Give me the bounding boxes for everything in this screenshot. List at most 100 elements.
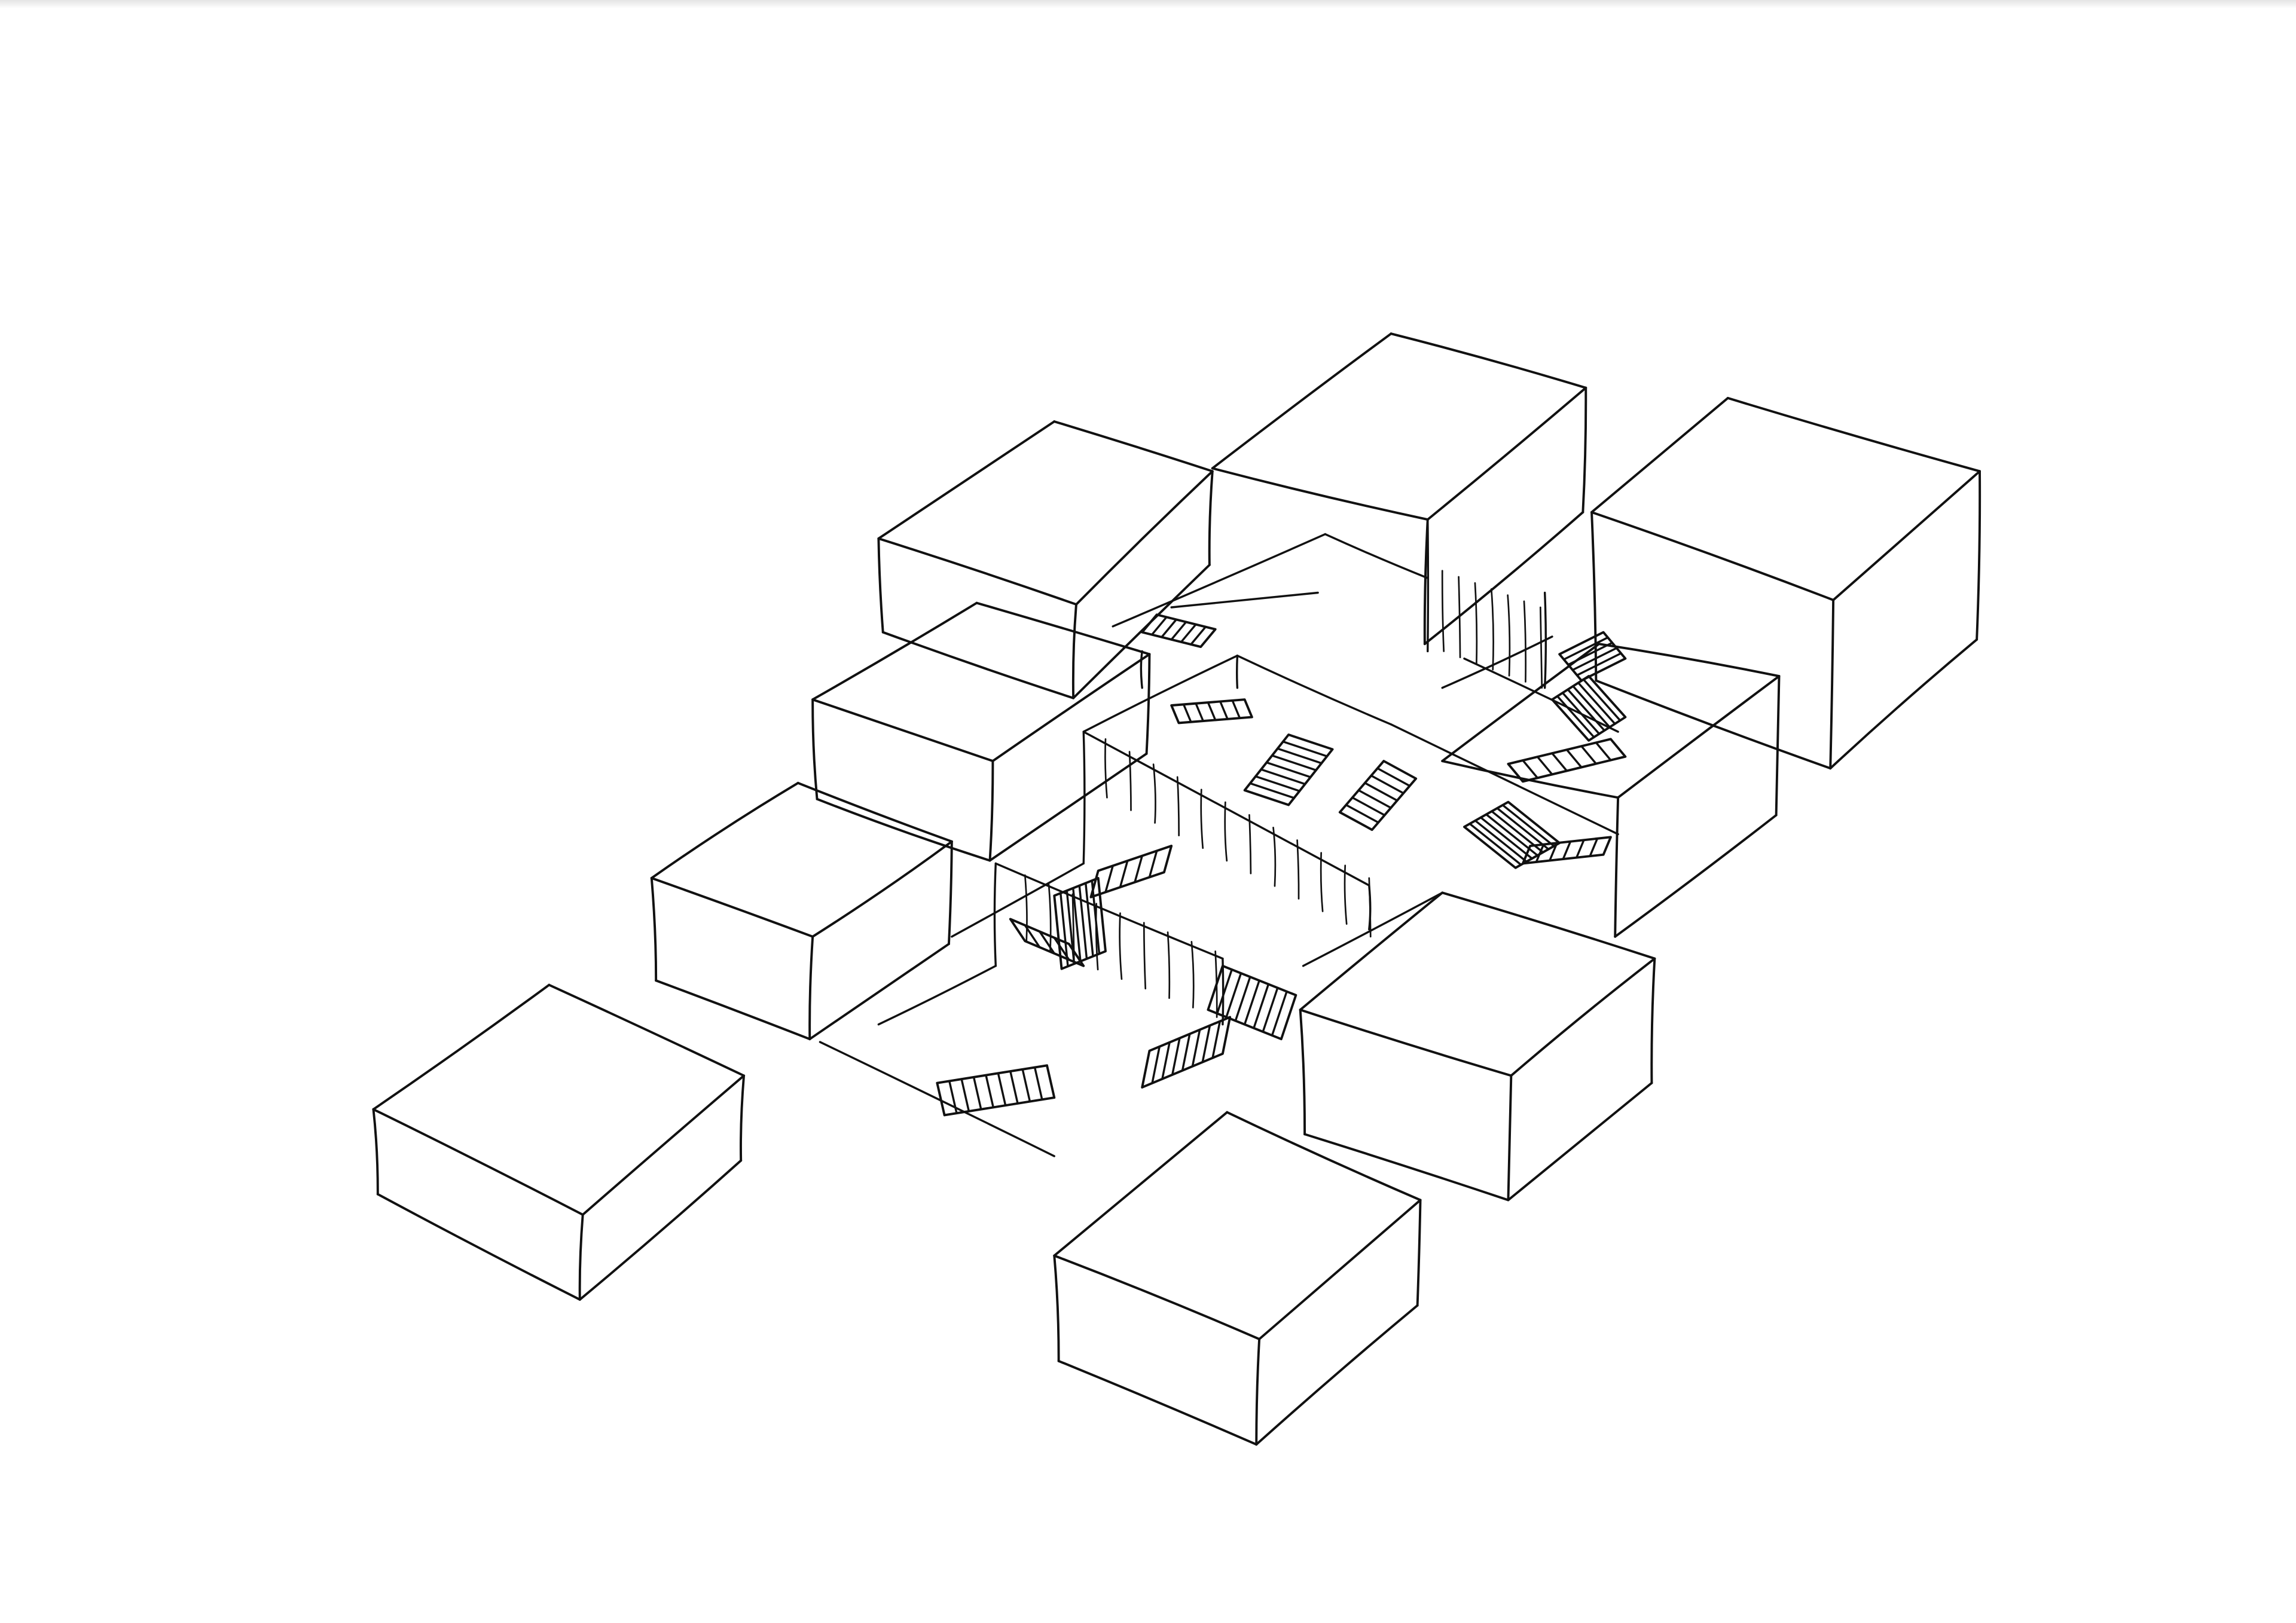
block-edge — [1390, 332, 1587, 389]
stair-tread — [1496, 807, 1550, 851]
stair-tread — [1190, 625, 1207, 646]
stair-tread — [1191, 1028, 1201, 1068]
stair-outline — [1338, 760, 1418, 832]
stair-tread — [1376, 767, 1411, 787]
block-edge — [1614, 814, 1778, 938]
block-edge — [811, 698, 994, 762]
stair-tread — [1562, 636, 1609, 661]
block-edge — [578, 1159, 743, 1301]
block-edge — [1211, 332, 1393, 470]
block-edge — [655, 979, 811, 1041]
courtyard-edge — [993, 862, 997, 967]
block-edge — [877, 420, 1056, 540]
stair-tread — [1021, 1068, 1031, 1103]
block-edge — [1053, 1254, 1261, 1341]
block-edge — [578, 1214, 584, 1301]
stair-tread — [1479, 816, 1533, 860]
stair-tread — [1556, 695, 1595, 738]
stair-tread — [1234, 976, 1251, 1022]
courtyard-edge — [1082, 730, 1086, 865]
courtyard-edge — [1441, 635, 1553, 689]
block-edge — [1423, 511, 1584, 646]
stair-tread — [1595, 741, 1612, 762]
block-edge — [1053, 1254, 1060, 1362]
block-edge — [1510, 957, 1656, 1077]
block-edge — [1832, 470, 1981, 601]
wall-line — [1176, 776, 1180, 837]
stair-tread — [997, 1072, 1007, 1107]
stair-tread — [1549, 842, 1558, 862]
stair-outline — [1550, 675, 1627, 742]
wall-line — [1095, 903, 1099, 971]
stair-tread — [1231, 699, 1241, 719]
stair-outline — [1089, 845, 1173, 898]
wall-line — [1296, 839, 1300, 900]
stair-tread — [1576, 652, 1622, 677]
courtyard-edge — [1390, 723, 1619, 836]
block-edge — [1426, 386, 1587, 521]
block-edge — [811, 698, 819, 800]
block-edge — [1507, 1081, 1653, 1202]
courtyard-edge — [1324, 533, 1429, 579]
stair-tread — [1060, 892, 1069, 968]
block-edge — [1072, 564, 1211, 699]
block-edge — [1145, 653, 1151, 755]
block-edge — [975, 601, 1151, 656]
stair-tread — [1134, 854, 1143, 884]
stair-tread — [1357, 789, 1392, 809]
stair-tread — [1211, 1020, 1222, 1059]
stair-tread — [1216, 968, 1233, 1015]
stair-tread — [1561, 692, 1601, 735]
stair-tread — [1053, 936, 1070, 961]
building-blocks — [372, 332, 1981, 1446]
stair-tread — [1161, 618, 1178, 638]
block-edge — [650, 876, 658, 982]
block-edge — [877, 537, 884, 634]
stair-tread — [960, 1078, 970, 1112]
block-edge — [947, 840, 953, 946]
block-edge — [548, 983, 746, 1077]
stair-tread — [1195, 702, 1204, 722]
block-edge — [1590, 511, 1835, 601]
block-5 — [1441, 643, 1781, 938]
block-edge — [988, 752, 1148, 862]
stair-tread — [1535, 843, 1545, 863]
wall-line — [1507, 594, 1511, 677]
stair-tread — [1351, 796, 1386, 817]
stair-tread — [1262, 986, 1279, 1033]
central-courtyard — [819, 518, 1619, 1157]
courtyard-edge — [1543, 591, 1547, 689]
courtyard-edge — [1140, 650, 1143, 689]
stair-tread — [1364, 782, 1399, 802]
block-edge — [1775, 675, 1781, 817]
stair-tread — [972, 1076, 982, 1111]
wall-line — [1248, 814, 1252, 875]
block-edge — [372, 983, 551, 1111]
stair-tread — [1474, 820, 1528, 863]
wall-line — [1441, 570, 1445, 652]
stair-tread — [1536, 756, 1553, 776]
courtyard-edge — [877, 965, 997, 1026]
block-edge — [1726, 396, 1981, 473]
block-edge — [1075, 470, 1214, 606]
block-edge — [372, 1108, 379, 1196]
stair-tread — [1182, 703, 1192, 723]
stair-tread — [1039, 930, 1055, 955]
stair-tread — [1148, 849, 1158, 879]
wall-line — [1104, 738, 1108, 799]
block-edge — [1255, 1338, 1261, 1446]
stair-outline — [1558, 631, 1627, 682]
stair-tread — [1009, 1070, 1019, 1105]
block-edge — [650, 781, 799, 879]
stair-tread — [1253, 983, 1270, 1029]
wall-line — [1490, 588, 1494, 671]
block-edge — [808, 935, 814, 1041]
stair-tread — [1180, 623, 1197, 643]
block-edge — [1053, 1111, 1229, 1257]
stair-tread — [1119, 860, 1129, 888]
block-edge — [1303, 1133, 1510, 1202]
stair-tread — [1589, 838, 1599, 857]
wall-line — [1474, 582, 1478, 665]
block-edge — [877, 537, 1077, 606]
